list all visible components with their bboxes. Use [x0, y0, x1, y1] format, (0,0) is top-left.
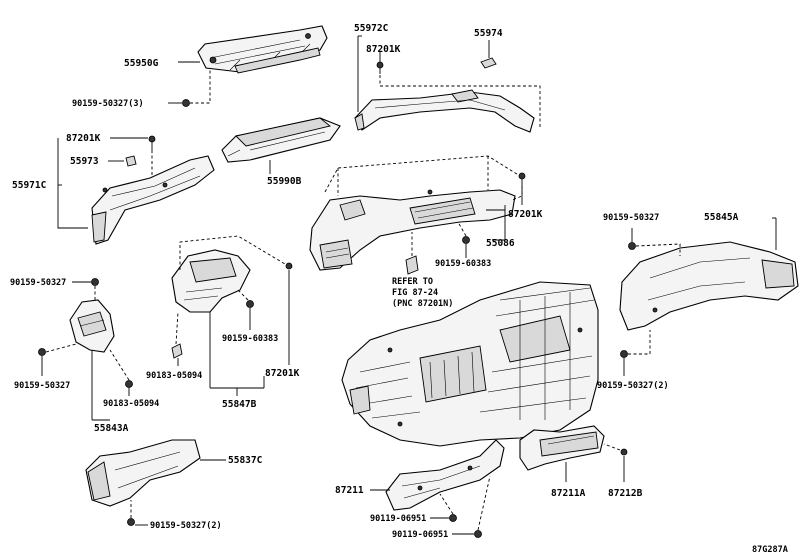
label-55973: 55973 [70, 156, 99, 167]
label-55843a: 55843A [94, 423, 129, 434]
ref-line-3: (PNC 87201N) [392, 299, 453, 309]
clip-90183-05094-mid[interactable] [171, 343, 183, 359]
clip-90183-05094-left[interactable] [125, 380, 133, 388]
ref-line-2: FIG 87-24 [392, 288, 438, 298]
clip-87201k-top[interactable] [376, 61, 384, 74]
label-55972c: 55972C [354, 23, 389, 34]
register-55990b[interactable] [221, 117, 341, 163]
duct-55847b[interactable] [171, 249, 251, 313]
label-55990b: 55990B [267, 176, 302, 187]
label-90183-05094-a: 90183-05094 [103, 399, 159, 409]
label-87211a: 87211A [551, 488, 586, 499]
label-55845a: 55845A [704, 212, 739, 223]
label-90159-50327-b: 90159-50327 [10, 278, 66, 288]
label-87211: 87211 [335, 485, 364, 496]
label-90183-05094-b: 90183-05094 [146, 371, 202, 381]
bolt-90159-50327-right-top[interactable] [628, 242, 636, 250]
label-90159-60383-a: 90159-60383 [435, 259, 491, 269]
label-55971c: 55971C [12, 180, 47, 191]
label-90159-60383-b: 90159-60383 [222, 334, 278, 344]
label-55086: 55086 [486, 238, 515, 249]
bolt-90159-60383-a[interactable] [462, 236, 470, 244]
diagram-code: 87G287A [752, 545, 788, 555]
label-87201k-d: 87201K [265, 368, 300, 379]
label-55837c: 55837C [228, 455, 263, 466]
bolt-90119-06951-a[interactable] [449, 514, 457, 522]
duct-55972c[interactable] [354, 89, 535, 133]
ref-line-1: REFER TO [392, 277, 433, 287]
bolt-90159-50327-3[interactable] [182, 99, 190, 107]
label-90119-06951-a: 90119-06951 [370, 514, 426, 524]
pad-55974[interactable] [480, 57, 497, 69]
duct-55086[interactable] [309, 189, 516, 271]
label-90159-50327-2a: 90159-50327(2) [597, 381, 669, 391]
bolt-90119-06951-b[interactable] [474, 530, 482, 538]
label-87212b: 87212B [608, 488, 643, 499]
duct-55971c[interactable] [91, 155, 215, 245]
clip-87212b[interactable] [620, 448, 628, 456]
bolt-90159-50327-2-bottom[interactable] [127, 518, 135, 526]
clip-87201k-left[interactable] [148, 135, 156, 150]
label-87201k-c: 87201K [508, 209, 543, 220]
duct-55843a[interactable] [69, 299, 115, 353]
label-90159-50327-a: 90159-50327 [603, 213, 659, 223]
label-90119-06951-b: 90119-06951 [392, 530, 448, 540]
bolt-90159-50327-left-top[interactable] [91, 278, 99, 286]
label-90159-50327-c: 90159-50327 [14, 381, 70, 391]
clip-87201k-mid[interactable] [285, 262, 293, 270]
label-87201k-a: 87201K [66, 133, 101, 144]
bracket-87211[interactable] [385, 439, 505, 511]
duct-55837c[interactable] [85, 439, 201, 507]
pad-55973[interactable] [125, 155, 137, 167]
label-87201k-b: 87201K [366, 44, 401, 55]
label-55950g: 55950G [124, 58, 159, 69]
duct-55950g[interactable] [197, 25, 328, 74]
label-55974: 55974 [474, 28, 503, 39]
bolt-90159-60383-b[interactable] [246, 300, 254, 308]
bracket-87211a[interactable] [519, 425, 605, 471]
label-90159-50327-2b: 90159-50327(2) [150, 521, 222, 531]
clip-87201k-right[interactable] [518, 172, 526, 186]
label-55847b: 55847B [222, 399, 257, 410]
label-90159-50327-3: 90159-50327(3) [72, 99, 144, 109]
bolt-90159-50327-left-mid[interactable] [38, 348, 46, 356]
hvac-unit-assembly [341, 281, 599, 447]
bolt-90159-50327-right-bottom[interactable] [620, 350, 628, 358]
connector-87201n[interactable] [405, 255, 419, 275]
duct-55845a[interactable] [619, 241, 799, 331]
